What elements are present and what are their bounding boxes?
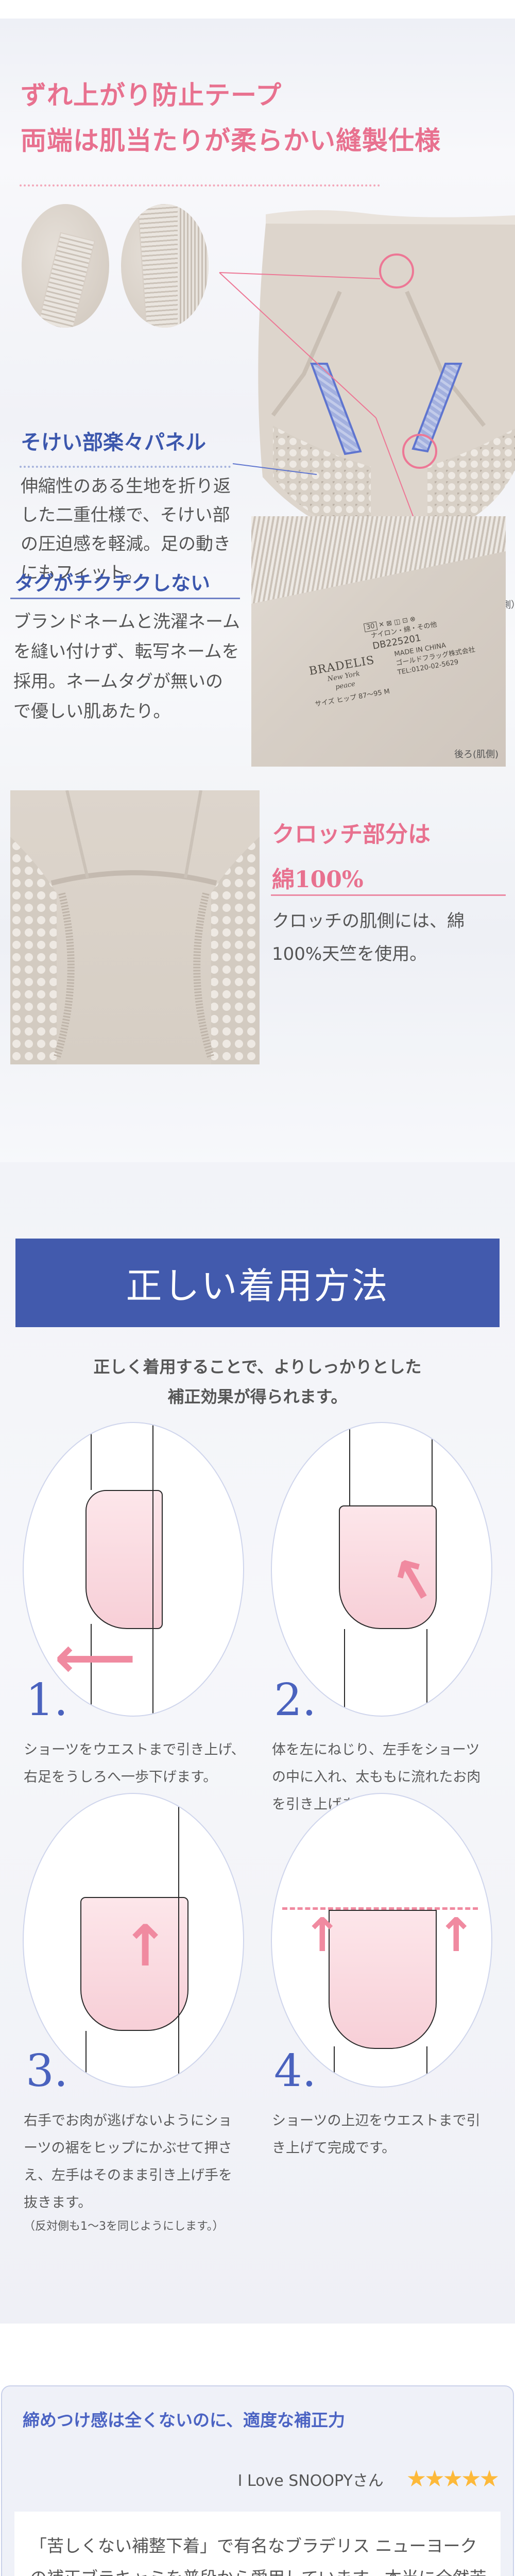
wearing-step-4: ↑ ↑ 4. ショーツの上辺をウエストまで引き上げて完成です。	[269, 1793, 515, 2277]
wearing-step-3: ↑ 3. 右手でお肉が逃げないようにショーツの裾をヒップにかぶせて押さえ、左手は…	[21, 1793, 269, 2277]
front-product-photo: 前（肌側）	[242, 209, 515, 611]
step-description: 右手でお肉が逃げないようにショーツの裾をヒップにかぶせて押さえ、左手はそのまま引…	[24, 2107, 245, 2237]
tape-closeup-photo-2	[121, 204, 209, 328]
groin-panel-description: 伸縮性のある生地を折り返した二重仕様で、そけい部の圧迫感を軽減。足の動きにもフィ…	[21, 476, 231, 583]
tape-closeup-photo-1	[22, 204, 109, 328]
wearing-guide-banner: 正しい着用方法	[15, 1239, 500, 1327]
crotch-feature-title: クロッチ部分は 綿100%	[272, 821, 431, 893]
reviews-section: 締めつけ感は全くないのに、適度な補正力 I Love SNOOPYさん ★★★★…	[0, 2385, 515, 2576]
review-card: 締めつけ感は全くないのに、適度な補正力 I Love SNOOPYさん ★★★★…	[1, 2385, 514, 2576]
divider-line	[271, 894, 506, 896]
wearing-step-2: ↑ 2. 体を左にねじり、左手をショーツの中に入れ、太ももに流れたお肉を引き上げ…	[269, 1422, 515, 1850]
up-arrow-icon: ↑	[303, 1908, 342, 1962]
step-description: ショーツの上辺をウエストまで引き上げて完成です。	[272, 2113, 480, 2156]
wearing-guide-section: 正しい着用方法 正しく着用することで、よりしっかりとした 補正効果が得られます。…	[0, 1162, 515, 2324]
step-3-illustration: ↑	[23, 1793, 244, 2088]
garment-illustration	[258, 210, 515, 540]
reviewer-name: I Love SNOOPYさん	[237, 2471, 384, 2490]
tag-feature-description: ブランドネームと洗濯ネームを縫い付けず、転写ネームを採用。ネームタグが無いので優…	[13, 612, 240, 722]
printed-label: 30 ✕ ⊠ ◫ ⊡ ⊗ ナイロン・綿・その他 DB225201 BRADELI…	[308, 615, 476, 709]
step-description: 体を左にねじり、左手をショーツの中に入れ、太ももに流れたお肉を引き上げます。	[272, 1742, 481, 1812]
step-2-illustration: ↑	[271, 1422, 492, 1717]
crotch-photo	[10, 790, 260, 1064]
left-arrow-icon: ⟵	[55, 1624, 136, 1690]
groin-panel-title: そけい部楽々パネル	[21, 430, 206, 454]
dotted-divider	[20, 184, 380, 187]
step-1-illustration: ⟵	[23, 1422, 244, 1717]
wearing-step-1: ⟵ 1. ショーツをウエストまで引き上げ、右足をうしろへ一歩下げます。	[21, 1422, 269, 1850]
tape-feature-title: ずれ上がり防止テープ 両端は肌当たりが柔らかい縫製仕様	[21, 80, 441, 156]
step-number: 2.	[274, 1674, 317, 1726]
up-curve-arrow-icon: ↑	[122, 1913, 169, 1979]
step-description: ショーツをウエストまで引き上げ、右足をうしろへ一歩下げます。	[24, 1742, 245, 1785]
step-number: 4.	[274, 2045, 317, 2097]
star-rating-icon: ★★★★★	[406, 2466, 500, 2492]
divider-line	[10, 598, 240, 599]
review-body: 「苦しくない補整下着」で有名なブラデリス ニューヨークの補正ブラキャミを普段から…	[14, 2512, 501, 2576]
up-arrow-icon: ↑	[437, 1908, 476, 1962]
back-photo-caption: 後ろ(肌側)	[454, 749, 499, 760]
tag-feature-title: タグがチクチクしない	[14, 571, 211, 595]
crotch-feature-description: クロッチの肌側には、綿100%天竺を使用。	[272, 911, 465, 964]
dotted-divider	[20, 466, 231, 468]
step-number: 3.	[26, 2045, 68, 2097]
feature-section: ずれ上がり防止テープ 両端は肌当たりが柔らかい縫製仕様	[0, 19, 515, 1167]
product-detail-page: ずれ上がり防止テープ 両端は肌当たりが柔らかい縫製仕様	[0, 19, 515, 2576]
wearing-guide-intro: 正しく着用することで、よりしっかりとした 補正効果が得られます。	[93, 1357, 422, 1406]
step-4-illustration: ↑ ↑	[271, 1793, 492, 2088]
step-note: （反対側も1～3を同じようにします。）	[24, 2220, 224, 2233]
step-number: 1.	[26, 1674, 68, 1726]
callout-lines	[219, 272, 420, 534]
wearing-steps: ⟵ 1. ショーツをウエストまで引き上げ、右足をうしろへ一歩下げます。 ↑ 2.…	[0, 1422, 515, 2277]
review-title: 締めつけ感は全くないのに、適度な補正力	[23, 2410, 346, 2430]
back-label-photo: 30 ✕ ⊠ ◫ ⊡ ⊗ ナイロン・綿・その他 DB225201 BRADELI…	[251, 516, 506, 767]
